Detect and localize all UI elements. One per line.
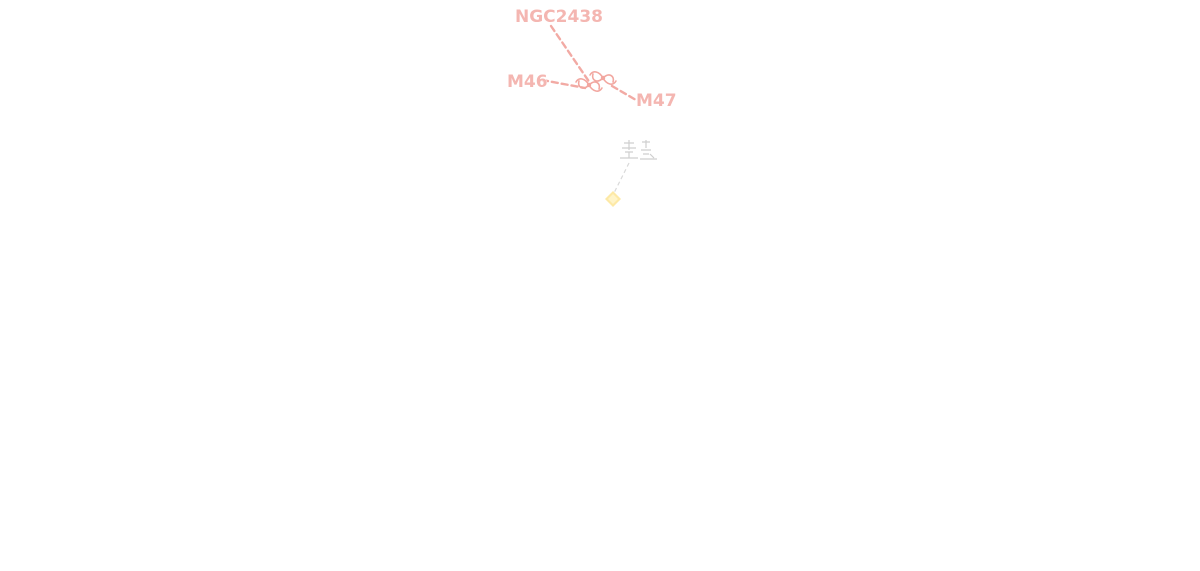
leader-lines xyxy=(540,24,638,102)
leader-line-m47 xyxy=(610,84,638,102)
star-name-glyph xyxy=(620,140,657,160)
object-label-m46[interactable]: M46 xyxy=(507,72,548,93)
spiral-galaxy-icon[interactable] xyxy=(575,78,603,92)
object-label-m47[interactable]: M47 xyxy=(636,91,677,112)
star-leader-line xyxy=(613,162,630,194)
diamond-star-icon[interactable] xyxy=(605,191,621,207)
leader-line-m46 xyxy=(540,78,587,90)
spiral-galaxy-icon[interactable] xyxy=(589,71,617,85)
object-label-ngc2438[interactable]: NGC2438 xyxy=(515,7,604,28)
leader-line-ngc2438 xyxy=(549,24,592,85)
